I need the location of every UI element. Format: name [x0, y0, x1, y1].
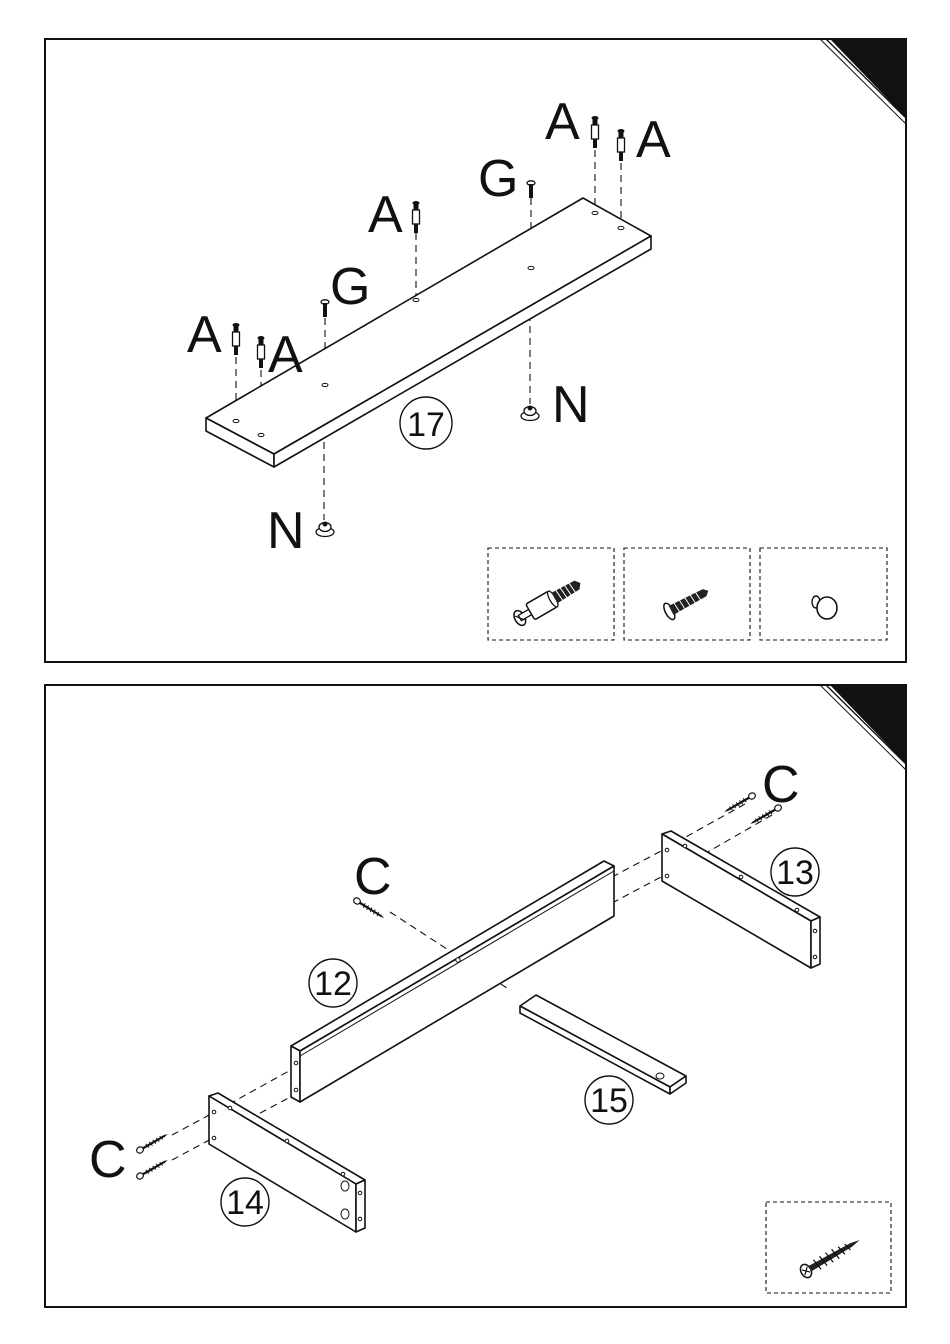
panel-number-badge: 15 [585, 1076, 633, 1124]
cam-bolt-label: A [545, 93, 580, 151]
cam-bolt-label: A [268, 326, 303, 384]
panel-number: 15 [590, 1082, 628, 1120]
cam-bolt-label: A [368, 186, 403, 244]
wood-screw-label: C [354, 848, 392, 906]
wood-screw-label: C [762, 756, 800, 814]
panel-number-badge: 13 [771, 848, 819, 896]
panel-number: 12 [314, 965, 352, 1003]
screw-label: G [478, 150, 518, 208]
panel-number: 14 [226, 1184, 264, 1222]
foot-label: N [552, 376, 590, 434]
panel-number-badge: 12 [309, 959, 357, 1007]
panel-number-badge: 14 [221, 1178, 269, 1226]
step-2-panel: C C C 13 12 15 14 [45, 685, 906, 1307]
screw-label: G [330, 258, 370, 316]
foot-label: N [267, 502, 305, 560]
cam-bolt-label: A [636, 111, 671, 169]
step-1-panel: A A A A A G G N N 17 [45, 39, 906, 662]
cam-bolt-label: A [187, 306, 222, 364]
panel-number: 13 [776, 854, 814, 892]
panel-number-badge: 17 [400, 397, 452, 449]
panel-number: 17 [407, 406, 445, 444]
wood-screw-label: C [89, 1131, 127, 1189]
